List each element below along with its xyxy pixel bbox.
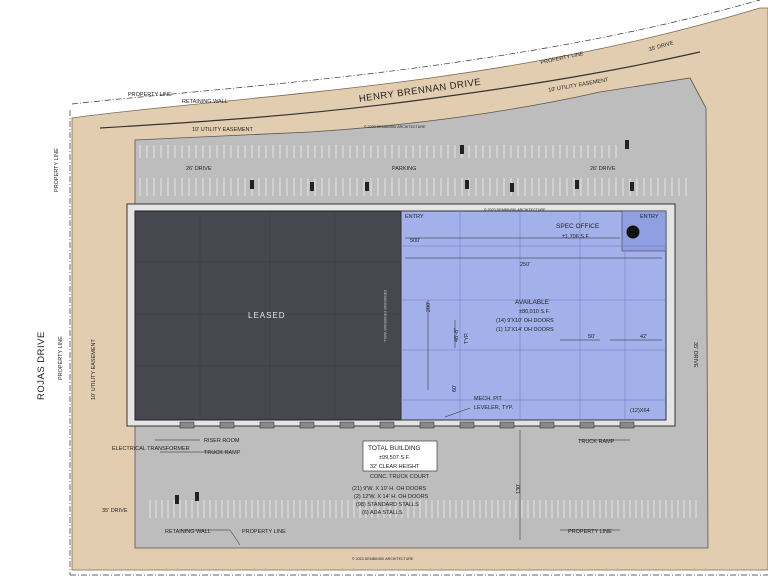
total-building-box: [362, 440, 438, 472]
dock-door: [379, 421, 395, 429]
leader-lines: [155, 237, 662, 546]
drive-35-label-east: 35' DRIVE: [692, 342, 698, 368]
parked-car: [195, 492, 199, 501]
total-building-clear: 32' CLEAR HEIGHT: [370, 464, 420, 470]
parked-car: [365, 182, 369, 191]
available-title: AVAILABLE: [515, 299, 550, 306]
truck-court-title: CONC. TRUCK COURT: [370, 474, 430, 480]
dock-door: [299, 421, 315, 429]
dim-12x64: (12)X64: [630, 408, 650, 414]
leveler-label: LEVELER, TYP.: [474, 405, 514, 411]
parked-car: [310, 182, 314, 191]
utility-easement-label-west: 10' UTILITY EASEMENT: [91, 339, 97, 400]
parked-car: [625, 140, 629, 149]
parked-car: [575, 180, 579, 189]
dock-door: [179, 421, 195, 429]
leased-label: LEASED: [248, 311, 286, 320]
demising-wall-label: DEMISING DEMISING WALL: [383, 290, 388, 343]
retaining-wall-north: [99, 51, 701, 129]
mech-pit-label: MECH. PIT: [474, 396, 502, 402]
drive-26-label-1: 26' DRIVE: [186, 166, 212, 172]
parked-car: [465, 180, 469, 189]
dock-door: [219, 421, 235, 429]
total-building-area: ±99,507 S.F.: [379, 455, 410, 461]
parked-car: [510, 183, 514, 192]
dim-48: 48'-8": [454, 328, 460, 342]
column-grid: [401, 211, 666, 420]
leased-grid: [135, 211, 401, 420]
electrical-transformer-label: ELECTRICAL TRANSFORMER: [112, 446, 190, 452]
property-line-label-1: PROPERTY LINE: [128, 92, 172, 98]
court-line-2: (2) 12'W. X 14' H. OH DOORS: [354, 494, 429, 500]
dock-door: [459, 421, 475, 429]
utility-easement-label-1: 10' UTILITY EASEMENT: [192, 127, 253, 133]
dim-50: 50': [588, 334, 595, 340]
parked-car: [250, 180, 254, 189]
available-doors-2: (1) 12'X14' OH DOORS: [496, 327, 554, 333]
dim-130: 130': [516, 484, 522, 494]
dock-door: [619, 421, 635, 429]
drive-35-label-south: 35' DRIVE: [102, 508, 128, 514]
dock-door: [259, 421, 275, 429]
street-west-label: ROJAS DRIVE: [36, 331, 47, 400]
parking-stalls-north: [139, 145, 687, 196]
retaining-wall-label-south: RETAINING WALL: [165, 529, 211, 535]
parked-car: [175, 495, 179, 504]
dock-door: [339, 421, 355, 429]
dock-doors-south: [179, 421, 635, 429]
truck-ramp-label-2: TRUCK RAMP: [578, 439, 615, 445]
watermark-north: © 2023 DEMBINSKI ARCHITECTURE: [364, 125, 426, 129]
dock-door: [579, 421, 595, 429]
watermark-bottom: © 2023 DEMBINSKI ARCHITECTURE: [352, 557, 414, 561]
dock-door: [539, 421, 555, 429]
property-line-label-south: PROPERTY LINE: [242, 529, 286, 535]
retaining-wall-label-1: RETAINING WALL: [182, 99, 228, 105]
office-column: [626, 225, 640, 239]
dim-250: 250': [520, 262, 530, 268]
dim-60: 60': [452, 385, 458, 392]
total-building-title: TOTAL BUILDING: [368, 445, 421, 452]
dim-500: 500': [410, 238, 420, 244]
spec-office-title: SPEC OFFICE: [556, 223, 600, 230]
drive-26-label-2: 26' DRIVE: [590, 166, 616, 172]
dock-door: [419, 421, 435, 429]
parked-car: [630, 182, 634, 191]
parking-label: PARKING: [392, 166, 416, 172]
dim-typ: TYP.: [464, 332, 470, 344]
entry-label-2: ENTRY: [640, 214, 659, 220]
property-line-north: [71, 0, 761, 105]
parked-cars: [175, 140, 634, 504]
entry-label-1: ENTRY: [405, 214, 424, 220]
dim-200: 200': [426, 302, 432, 312]
court-line-1: (21) 9'W. X 10' H. OH DOORS: [352, 486, 427, 492]
dim-42: 42': [640, 334, 647, 340]
truck-ramp-label-1: TRUCK RAMP: [204, 450, 241, 456]
property-line-label-south-2: PROPERTY LINE: [568, 529, 612, 535]
leased-space: [134, 210, 402, 421]
available-area: ±80,010 S.F.: [519, 309, 550, 315]
court-line-3: (98) STANDARD STALLS: [356, 502, 419, 508]
available-doors-1: (14) 9'X10' OH DOORS: [496, 318, 554, 324]
spec-office-area: ±1,706 S.F.: [562, 234, 590, 240]
parked-car: [460, 145, 464, 154]
property-line-label-west: PROPERTY LINE: [54, 148, 60, 192]
court-line-4: (6) ADA STALLS: [362, 510, 403, 516]
property-line-label-west-2: PROPERTY LINE: [58, 336, 64, 380]
watermark-top: © 2023 DEMBINSKI ARCHITECTURE: [484, 208, 546, 212]
dock-door: [499, 421, 515, 429]
riser-room-label: RISER ROOM: [204, 438, 240, 444]
trailer-stalls-south: [149, 500, 697, 518]
